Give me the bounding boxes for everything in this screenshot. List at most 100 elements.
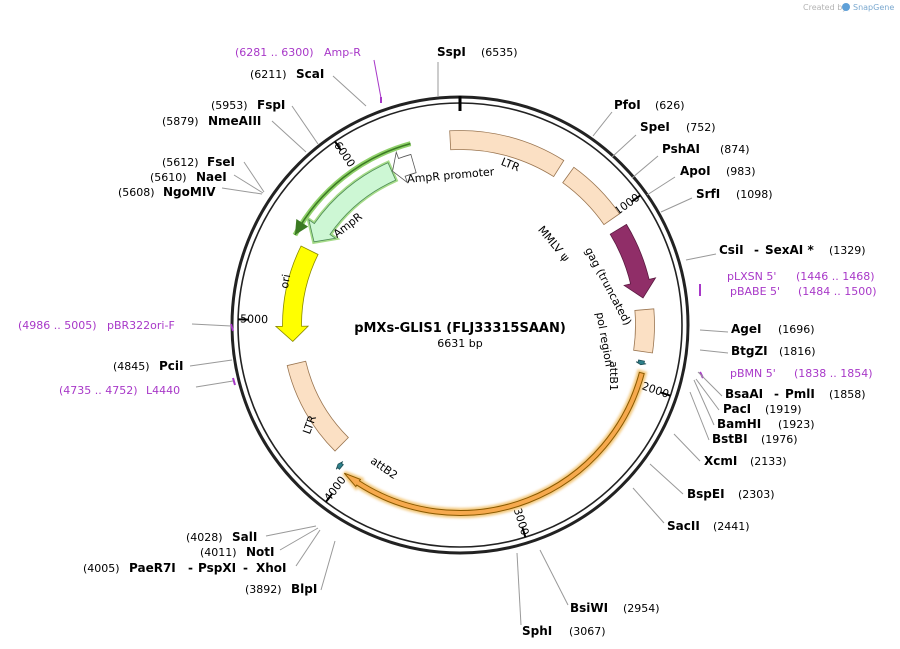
primer-pos-l4440: (4735 .. 4752) <box>59 384 138 397</box>
leader-btgzi <box>699 349 729 354</box>
leader-fspi <box>291 105 319 145</box>
leader-naei <box>233 174 264 194</box>
site-paer7i: PaeR7I <box>129 561 176 575</box>
site-paci-pos: (1919) <box>765 403 802 416</box>
tick-4000 <box>325 493 333 503</box>
site-blpi-pos: (3892) <box>245 583 282 596</box>
site-btgzi-pos: (1816) <box>779 345 816 358</box>
site-bsaai-sep: - <box>774 387 779 401</box>
site-scai: ScaI <box>296 67 324 81</box>
feature-ampr-orf-arrowhead <box>294 218 309 236</box>
site-csii: CsiI <box>719 243 744 257</box>
leader-fsei <box>243 161 265 193</box>
leader-sali <box>265 525 317 537</box>
site-apoi-pos: (983) <box>726 165 756 178</box>
leader-xhoi <box>295 529 321 567</box>
site-bspei-pos: (2303) <box>738 488 775 501</box>
feature-gag-truncated[interactable] <box>609 223 657 299</box>
primer-label-pbabe: pBABE 5' <box>730 285 780 298</box>
feature-ltr[interactable] <box>449 130 565 178</box>
feature-ori[interactable] <box>274 245 319 342</box>
site-sphi: SphI <box>522 624 552 638</box>
site-srfi: SrfI <box>696 187 720 201</box>
tick-label-2000: 2000 <box>640 380 671 401</box>
feature-ampr-promoter[interactable] <box>392 150 417 184</box>
feature-glis1[interactable] <box>343 371 645 516</box>
site-paer7i-sep: - <box>188 561 193 575</box>
primer-labels: (6281 .. 6300) Amp-R pLXSN 5' (1446 .. 1… <box>18 46 877 397</box>
site-noti-pos: (4011) <box>200 546 237 559</box>
site-labels: SspI (6535) PfoI (626) SpeI (752) PshAI … <box>83 45 866 638</box>
site-fsei: FseI <box>207 155 235 169</box>
leader-ngomiv <box>221 187 263 195</box>
feature-pol-region[interactable] <box>633 308 655 354</box>
site-bspei: BspEI <box>687 487 725 501</box>
site-btgzi: BtgZI <box>731 344 768 358</box>
site-scai-pos: (6211) <box>250 68 287 81</box>
site-sexai: SexAI * <box>765 243 814 257</box>
leader-lines <box>189 59 729 626</box>
site-sali-pos: (4028) <box>186 531 223 544</box>
site-sali: SalI <box>232 530 257 544</box>
primer-marker-pbr322ori <box>230 323 234 332</box>
leader-amp-r <box>373 59 382 99</box>
credit-badge[interactable]: Created by SnapGene <box>803 3 894 12</box>
site-csii-pos: (1329) <box>829 244 866 257</box>
primer-pos-pbr322ori: (4986 .. 5005) <box>18 319 97 332</box>
site-spei: SpeI <box>640 120 670 134</box>
site-sspi-pos: (6535) <box>481 46 518 59</box>
site-naei-pos: (5610) <box>150 171 187 184</box>
leader-pbr322ori <box>191 323 232 327</box>
leader-bamhi <box>693 379 715 426</box>
leader-noti <box>279 527 319 551</box>
site-srfi-pos: (1098) <box>736 188 773 201</box>
site-agei-pos: (1696) <box>778 323 815 336</box>
site-bsaai: BsaAI <box>725 387 763 401</box>
primer-label-pbr322ori: pBR322ori-F <box>107 319 175 332</box>
primer-pos-pbmn: (1838 .. 1854) <box>794 367 873 380</box>
site-pshai: PshAI <box>662 142 700 156</box>
tick-label-3000: 3000 <box>511 506 532 537</box>
feature-ampr[interactable] <box>308 162 397 243</box>
feature-label-ltr-2: LTR <box>300 413 319 436</box>
leader-bsaai <box>697 371 723 397</box>
feature-attb1[interactable] <box>635 359 647 366</box>
leader-bspei <box>649 463 684 495</box>
feature-ltr2[interactable] <box>286 360 349 452</box>
feature-mmlv-psi[interactable] <box>562 166 621 226</box>
leader-xcmi <box>673 433 701 462</box>
site-pshai-pos: (874) <box>720 143 750 156</box>
feature-attb2[interactable] <box>335 461 344 470</box>
leader-pcii <box>189 359 233 367</box>
feature-glis1-highlight <box>342 369 648 518</box>
leader-csii <box>685 253 717 261</box>
site-bstbi: BstBI <box>712 432 748 446</box>
site-xcmi: XcmI <box>704 454 737 468</box>
feature-label-ori: ori <box>278 273 293 289</box>
site-pfoi-pos: (626) <box>655 99 685 112</box>
site-pspxi: PspXI <box>198 561 236 575</box>
feature-label-mmlv-psi: MMLV ψ <box>535 223 572 264</box>
leader-bstbi <box>689 391 710 441</box>
tick-6000 <box>334 140 342 151</box>
tick-label-6000: 6000 <box>331 139 358 169</box>
site-fspi: FspI <box>257 98 285 112</box>
credit-brand: SnapGene <box>853 3 894 12</box>
site-sacii: SacII <box>667 519 700 533</box>
site-sphi-pos: (3067) <box>569 625 606 638</box>
site-bsiwi-pos: (2954) <box>623 602 660 615</box>
primer-pos-pbabe: (1484 .. 1500) <box>798 285 877 298</box>
site-paci: PacI <box>723 402 751 416</box>
leader-bsiwi <box>539 549 569 606</box>
leader-agei <box>699 329 729 333</box>
feature-label-attb2: attB2 <box>368 454 400 482</box>
site-xhoi: XhoI <box>256 561 287 575</box>
leader-sphi <box>516 552 522 626</box>
site-pcii: PciI <box>159 359 184 373</box>
leader-sacii <box>632 487 665 524</box>
site-noti: NotI <box>246 545 275 559</box>
feature-ampr-orf[interactable] <box>294 142 411 236</box>
primer-pos-plxsn: (1446 .. 1468) <box>796 270 875 283</box>
snapgene-logo-icon <box>842 3 850 11</box>
